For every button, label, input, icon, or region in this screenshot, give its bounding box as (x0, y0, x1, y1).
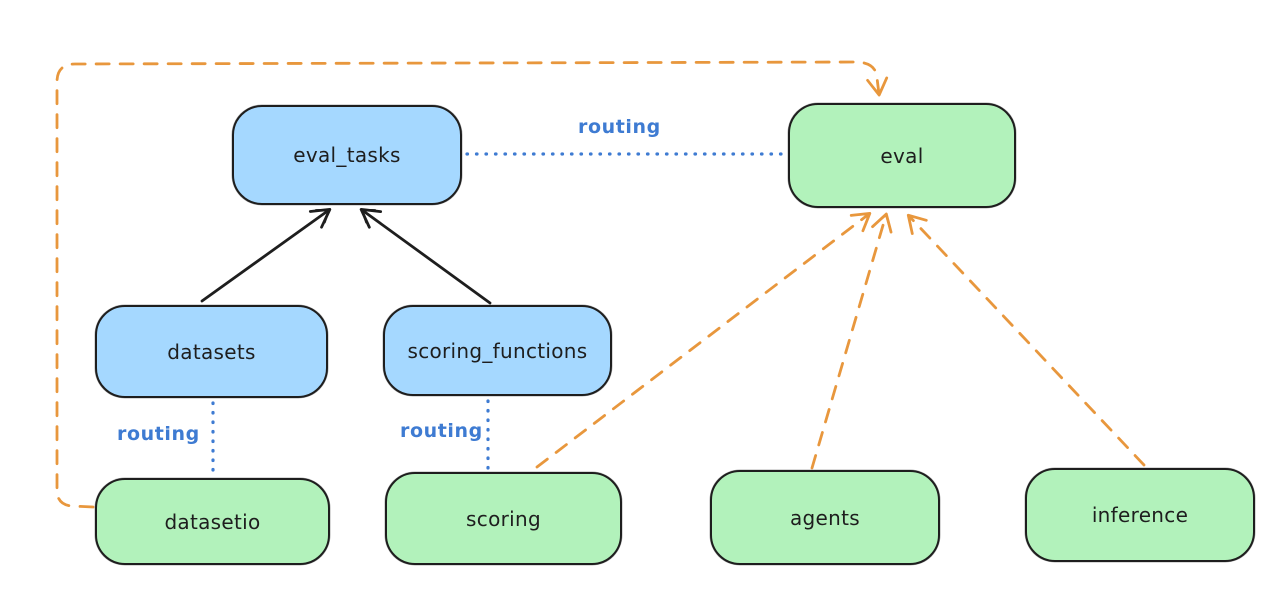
node-label-datasetio: datasetio (164, 509, 261, 534)
routing-label-datasets-datasetio: routing (117, 423, 200, 445)
node-label-agents: agents (790, 505, 860, 530)
node-agents: agents (710, 470, 940, 565)
node-scoring: scoring (385, 472, 622, 565)
node-label-datasets: datasets (167, 339, 256, 364)
edge-scoring-functions-to-eval-tasks (359, 207, 492, 305)
node-datasets: datasets (95, 305, 328, 398)
node-inference: inference (1025, 468, 1255, 562)
node-scoring-functions: scoring_functions (383, 305, 612, 396)
node-label-inference: inference (1091, 503, 1189, 527)
node-eval-tasks: eval_tasks (232, 105, 462, 205)
node-label-scoring-functions: scoring_functions (407, 338, 588, 363)
node-eval: eval (788, 103, 1016, 208)
edge-inference-to-eval (906, 213, 1146, 467)
edge-datasets-to-eval-tasks (200, 207, 332, 303)
node-label-scoring: scoring (466, 506, 541, 531)
node-label-eval: eval (880, 143, 924, 168)
node-label-eval-tasks: eval_tasks (293, 143, 401, 167)
routing-label-eval-tasks-eval: routing (578, 116, 661, 138)
edge-agents-to-eval (810, 212, 893, 470)
node-datasetio: datasetio (95, 478, 330, 565)
routing-label-scoring-functions-scoring: routing (400, 420, 483, 442)
